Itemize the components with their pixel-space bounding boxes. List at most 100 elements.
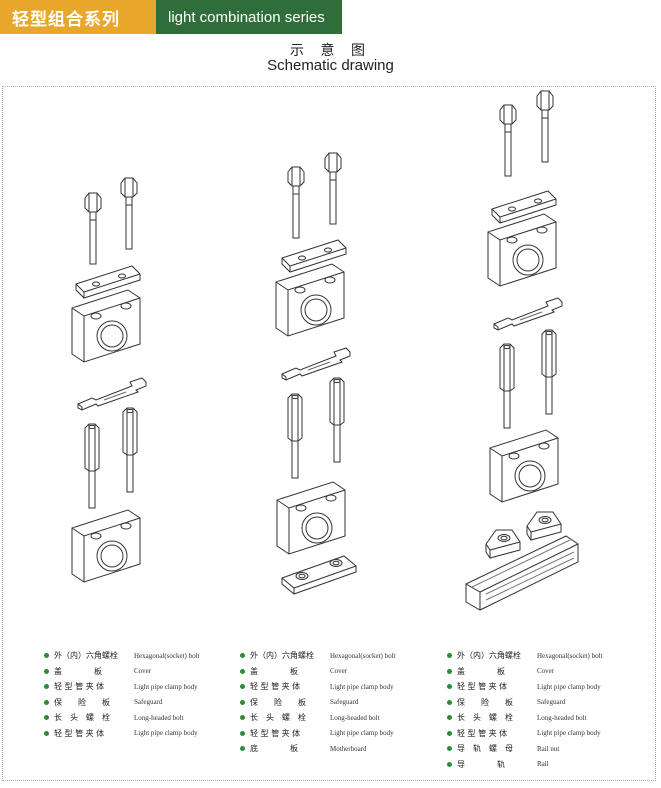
legend-en: Rail <box>537 760 549 769</box>
bullet-dot <box>44 684 49 690</box>
legend-en: Rail nut <box>537 744 560 753</box>
bullet-dot <box>44 668 49 674</box>
diagram-title-en: Schematic drawing <box>267 57 394 74</box>
bullet-dot <box>240 668 245 674</box>
bullet-dot <box>44 730 49 736</box>
bullet-dot <box>240 653 245 659</box>
legend-en: Safeguard <box>330 698 359 707</box>
legend-cn: 盖 板 <box>457 666 505 676</box>
bullet-dot <box>44 699 49 705</box>
legend-cn: 长 头 螺 栓 <box>457 713 513 723</box>
safeguard-2 <box>281 347 351 381</box>
header-title-cn: 轻型组合系列 <box>0 0 156 34</box>
diagram-title-cn: 示 意 图 <box>290 43 371 59</box>
legend-cn: 轻 型 管 夹 体 <box>457 682 508 692</box>
legend-en: Safeguard <box>537 698 566 707</box>
legend-en: Hexagonal(socket) bolt <box>134 651 200 660</box>
safeguard-3 <box>493 297 563 331</box>
bullet-dot <box>447 668 452 674</box>
legend-en: Light pipe clamp body <box>537 729 601 738</box>
bullet-dot <box>240 715 245 721</box>
legend-en: Light pipe clamp body <box>134 682 198 691</box>
bullet-dot <box>44 653 49 659</box>
legend-row: 轻 型 管 夹 体 Light pipe clamp body <box>240 679 396 695</box>
legend-en: Light pipe clamp body <box>330 729 394 738</box>
bullet-dot <box>447 653 452 659</box>
bullet-dot <box>447 699 452 705</box>
bullet-dot <box>447 746 452 752</box>
legend-cn: 保 险 板 <box>457 697 513 707</box>
assembly-column-3 <box>465 90 579 611</box>
legend-cn: 长 头 螺 栓 <box>54 713 110 723</box>
legend-cn: 轻 型 管 夹 体 <box>54 682 105 692</box>
legend-row: 长 头 螺 栓 Long-headed bolt <box>447 710 603 726</box>
legend-row: 轻 型 管 夹 体 Light pipe clamp body <box>44 679 200 695</box>
legend-row: 保 险 板 Safeguard <box>447 695 603 711</box>
legend-cn: 盖 板 <box>54 666 102 676</box>
clamp-body-2b <box>276 481 346 555</box>
legend-cn: 导 轨 螺 母 <box>457 744 513 754</box>
bullet-dot <box>447 730 452 736</box>
legend-row: 轻 型 管 夹 体 Light pipe clamp body <box>447 726 603 742</box>
hex-bolt-2a <box>287 166 305 239</box>
legend-cn: 长 头 螺 栓 <box>250 713 306 723</box>
motherboard-2 <box>281 555 357 595</box>
safeguard-1 <box>77 377 147 411</box>
legend-en: Light pipe clamp body <box>537 682 601 691</box>
diagram-frame <box>2 86 656 781</box>
bullet-dot <box>447 684 452 690</box>
legend-en: Cover <box>537 667 555 676</box>
bullet-dot <box>447 761 452 767</box>
legend-row: 轻 型 管 夹 体 Light pipe clamp body <box>44 726 200 742</box>
legend-cn: 轻 型 管 夹 体 <box>54 728 105 738</box>
long-headed-bolt-3b <box>541 329 557 415</box>
bullet-dot <box>44 715 49 721</box>
rail-nut-3a <box>485 529 521 559</box>
long-headed-bolt-1b <box>122 407 138 493</box>
legend-cn: 保 险 板 <box>250 697 306 707</box>
bullet-dot <box>447 715 452 721</box>
hex-bolt-2b <box>324 152 342 225</box>
long-headed-bolt-3a <box>499 343 515 429</box>
legend-cn: 外（内）六角螺栓 <box>457 651 521 661</box>
legend-cn: 外（内）六角螺栓 <box>250 651 314 661</box>
legend-cn: 外（内）六角螺栓 <box>54 651 118 661</box>
bullet-dot <box>240 699 245 705</box>
legend-cn: 轻 型 管 夹 体 <box>250 682 301 692</box>
long-headed-bolt-2b <box>329 377 345 463</box>
legend-en: Safeguard <box>134 698 163 707</box>
legend-row: 轻 型 管 夹 体 Light pipe clamp body <box>447 679 603 695</box>
clamp-body-1b <box>71 509 141 583</box>
hex-bolt-3b <box>536 90 554 163</box>
long-headed-bolt-2a <box>287 393 303 479</box>
header-title-en: light combination series <box>156 0 342 34</box>
legend-row: 保 险 板 Safeguard <box>240 695 396 711</box>
clamp-body-1a <box>71 289 141 363</box>
legend-row: 长 头 螺 栓 Long-headed bolt <box>44 710 200 726</box>
bullet-dot <box>240 730 245 736</box>
clamp-body-3a <box>487 213 557 287</box>
long-headed-bolt-1a <box>84 423 100 509</box>
clamp-body-2a <box>275 263 345 337</box>
legend-cn: 轻 型 管 夹 体 <box>457 728 508 738</box>
legend-en: Long-headed bolt <box>537 713 587 722</box>
legend-en: Light pipe clamp body <box>134 729 198 738</box>
hex-bolt-1b <box>120 177 138 250</box>
legend-en: Light pipe clamp body <box>330 682 394 691</box>
legend-row: 导 轨 Rail <box>447 757 603 773</box>
assembly-column-2 <box>275 152 357 595</box>
legend-en: Long-headed bolt <box>134 713 184 722</box>
legend-row: 盖 板 Cover <box>447 664 603 680</box>
legend-cn: 导 轨 <box>457 759 505 769</box>
